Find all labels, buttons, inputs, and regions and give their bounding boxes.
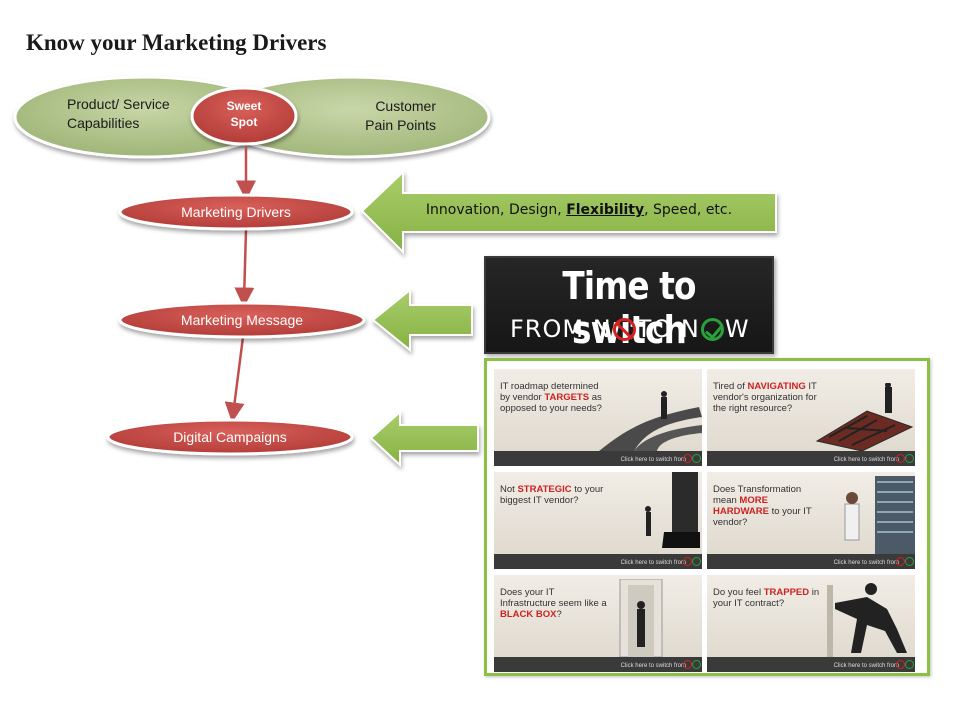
marketing-message-pill [118,301,366,339]
marketing-drivers-pill [118,193,354,231]
sweet-spot-label: Sweet Spot [197,98,291,130]
digital-campaigns-label: Digital Campaigns [173,429,287,445]
tile-caption: IT roadmap determined by vendor TARGETS … [500,381,602,414]
connector-message-to-campaigns [224,336,245,423]
message-arrow [371,287,473,353]
digital-campaigns-pill [106,418,354,456]
check-circle-icon [905,557,914,566]
banner-end-text: W [724,315,750,343]
tile-cta-text[interactable]: Click here to switch from [620,663,686,669]
sweet-spot-oval [190,86,298,146]
server-rack-illustration [844,476,915,554]
banner-to-text: TO N [636,315,700,343]
tile-cta-text[interactable]: Click here to switch from [833,663,899,669]
check-circle-icon [692,557,701,566]
tile-cta-bar [494,451,702,466]
check-circle-icon [692,660,701,669]
pain-points-label-line1: Customer [375,98,436,114]
banner-from-text: FROM N [510,315,612,343]
marketing-drivers-label: Marketing Drivers [181,204,291,220]
marketing-message-label: Marketing Message [180,312,304,328]
banner-headline: Time to switch [562,264,696,352]
no-symbol-icon [683,660,692,669]
tile-cta-text[interactable]: Click here to switch from [833,560,899,566]
trapped-man-illustration [827,583,907,657]
campaign-tile[interactable]: Tired of NAVIGATING IT vendor's organiza… [707,369,915,466]
sweet-spot-label-line1: Sweet [226,99,262,113]
tile-cta-text[interactable]: Click here to switch from [620,457,686,463]
capabilities-label: Product/ Service Capabilities [67,95,170,133]
callout-suffix: , Speed, etc. [644,202,733,218]
giant-shoe-illustration [645,472,700,548]
no-symbol-icon [896,454,905,463]
check-circle-icon [905,454,914,463]
callout-emphasis: Flexibility [566,202,645,218]
drivers-callout-text: Innovation, Design, Flexibility, Speed, … [408,202,750,218]
tile-cta-text[interactable]: Click here to switch from [833,457,899,463]
tile-cta-text[interactable]: Click here to switch from [620,560,686,566]
tile-caption: Does your IT Infrastructure seem like a … [500,587,607,620]
drivers-callout-arrow [360,169,777,255]
tile-cta-bar [707,657,915,672]
slide-title: Know your Marketing Drivers [26,30,327,55]
no-symbol-icon [683,557,692,566]
tile-cta-bar [494,554,702,569]
campaigns-arrow [369,409,479,468]
callout-prefix: Innovation, Design, [425,202,567,218]
no-symbol-icon [896,660,905,669]
check-circle-icon [692,454,701,463]
check-circle-icon [905,660,914,669]
tile-caption: Does Transformation mean MORE HARDWARE t… [713,484,812,528]
no-symbol-icon [896,557,905,566]
pain-points-label: Customer Pain Points [352,97,436,135]
black-box-door-illustration [619,579,663,657]
campaign-tiles-grid: IT roadmap determined by vendor TARGETS … [484,358,930,676]
tile-cta-bar [707,451,915,466]
maze-illustration [815,383,914,451]
connector-drivers-to-message [234,229,255,308]
campaign-tile[interactable]: Does Transformation mean MORE HARDWARE t… [707,472,915,569]
banner-subline: FROM N TO N W [510,312,750,346]
campaign-tile[interactable]: Does your IT Infrastructure seem like a … [494,575,702,672]
campaign-tile[interactable]: IT roadmap determined by vendor TARGETS … [494,369,702,466]
tile-caption: Do you feel TRAPPED in your IT contract? [713,587,820,609]
sweet-spot-label-line2: Spot [230,115,258,129]
campaign-tile[interactable]: Do you feel TRAPPED in your IT contract?… [707,575,915,672]
campaign-tile[interactable]: Not STRATEGIC to your biggest IT vendor?… [494,472,702,569]
road-fork-illustration [599,391,702,451]
pain-points-label-line2: Pain Points [365,117,436,133]
capabilities-label-line2: Capabilities [67,115,140,131]
capabilities-label-line1: Product/ Service [67,96,170,112]
tile-caption: Tired of NAVIGATING IT vendor's organiza… [713,381,817,414]
time-to-switch-banner: Time to switch FROM N TO N W [484,256,774,354]
tile-cta-bar [494,657,702,672]
no-symbol-icon [683,454,692,463]
tile-caption: Not STRATEGIC to your biggest IT vendor? [500,484,604,506]
tile-cta-bar [707,554,915,569]
check-circle-icon [700,317,724,341]
no-symbol-icon [612,317,636,341]
